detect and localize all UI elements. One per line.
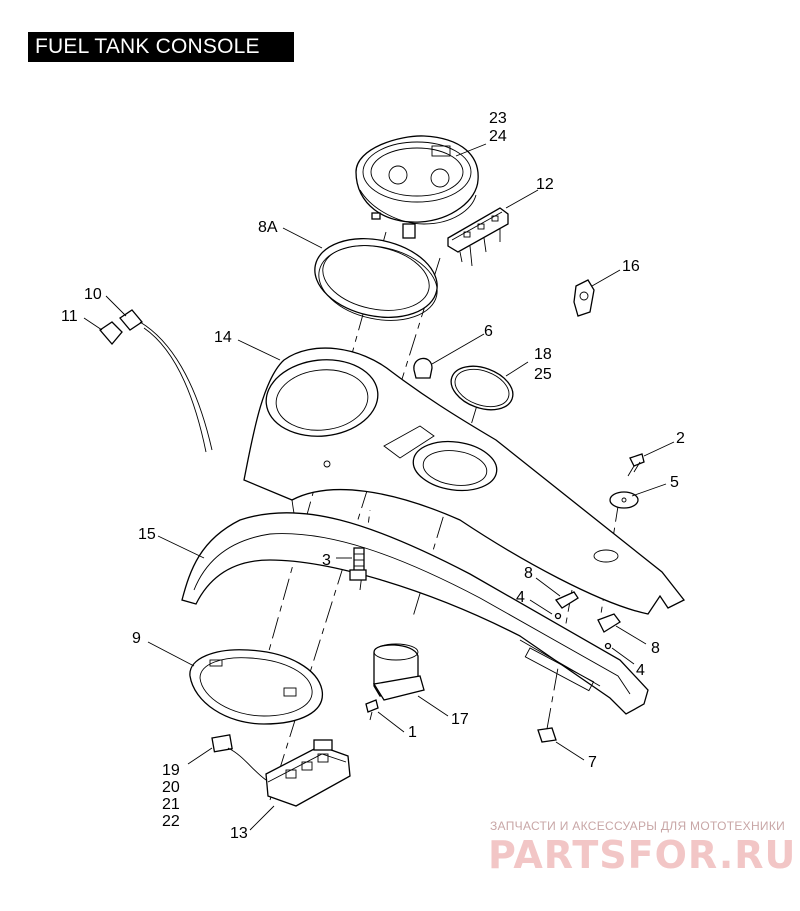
relay-module[interactable] <box>372 643 425 701</box>
page-title: FUEL TANK CONSOLE <box>28 32 294 62</box>
speedometer-gauge[interactable] <box>355 135 479 239</box>
mounting-stud[interactable] <box>349 547 367 581</box>
callout-14: 14 <box>214 329 232 346</box>
callout-10: 10 <box>84 286 102 303</box>
callout-8a: 8A <box>258 219 278 236</box>
callout-8-lower: 8 <box>651 640 660 657</box>
watermark-tagline: ЗАПЧАСТИ И АКСЕССУАРЫ ДЛЯ МОТОТЕХНИКИ <box>490 819 785 833</box>
leader-lines <box>83 143 675 831</box>
callout-4-upper: 4 <box>516 589 525 606</box>
indicator-lamp-housing[interactable] <box>447 207 509 267</box>
callout-16: 16 <box>622 258 640 275</box>
callout-3: 3 <box>322 552 331 569</box>
watermark: ЗАПЧАСТИ И АКСЕССУАРЫ ДЛЯ МОТОТЕХНИКИ PA… <box>488 819 796 877</box>
retaining-clip[interactable] <box>537 727 557 743</box>
wire-connector[interactable] <box>211 734 267 781</box>
callout-21: 21 <box>162 796 180 813</box>
gauge-gasket[interactable] <box>307 228 444 331</box>
clip[interactable] <box>573 279 595 317</box>
callout-8-upper: 8 <box>524 565 533 582</box>
o-ring[interactable] <box>445 358 519 417</box>
callout-9: 9 <box>132 630 141 647</box>
screw-upper[interactable] <box>627 453 645 477</box>
callout-11: 11 <box>61 308 78 325</box>
callout-19: 19 <box>162 762 180 779</box>
callout-15: 15 <box>138 526 156 543</box>
callout-6: 6 <box>484 323 493 340</box>
switch-module[interactable] <box>265 739 351 807</box>
bracket-lower[interactable] <box>597 613 621 650</box>
callout-13: 13 <box>230 825 248 842</box>
callout-7: 7 <box>588 754 597 771</box>
console-body[interactable] <box>243 347 686 615</box>
cap-nut[interactable] <box>413 357 433 379</box>
callout-17: 17 <box>451 711 469 728</box>
callout-5: 5 <box>670 474 679 491</box>
screw-lower[interactable] <box>365 699 379 721</box>
callout-12: 12 <box>536 176 554 193</box>
callout-25: 25 <box>534 366 552 383</box>
callout-1: 1 <box>408 724 417 741</box>
callout-2: 2 <box>676 430 685 447</box>
callout-22: 22 <box>162 813 180 830</box>
callout-20: 20 <box>162 779 180 796</box>
trim-ring[interactable] <box>189 649 323 725</box>
washer[interactable] <box>609 491 639 509</box>
watermark-logo: PARTSFOR.RU <box>488 833 796 877</box>
callout-4-lower: 4 <box>636 662 645 679</box>
bracket-upper[interactable] <box>554 591 579 620</box>
callout-23: 23 <box>489 110 507 127</box>
callout-18: 18 <box>534 346 552 363</box>
base-frame-gasket[interactable] <box>181 512 649 715</box>
sensor-with-wire[interactable] <box>99 309 213 453</box>
callout-labels: 23 24 12 8A 16 10 11 6 18 25 14 2 5 15 3… <box>61 110 685 842</box>
callout-24: 24 <box>489 128 507 145</box>
